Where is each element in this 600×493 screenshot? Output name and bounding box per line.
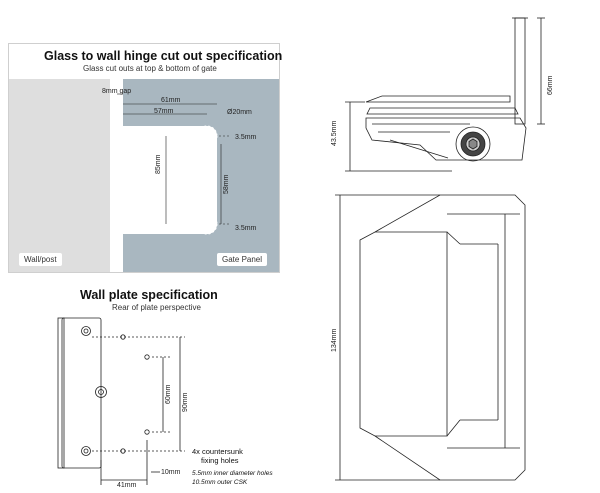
dim-41mm: 41mm bbox=[117, 482, 137, 489]
note-title-line2: fixing holes bbox=[201, 456, 239, 465]
dim-20mm-diameter: Ø20mm bbox=[227, 109, 252, 116]
wallplate-subtitle: Rear of plate perspective bbox=[112, 303, 201, 312]
dim-61mm: 61mm bbox=[161, 97, 181, 104]
dim-90mm: 90mm bbox=[182, 392, 189, 412]
dim-85mm: 85mm bbox=[155, 154, 162, 174]
note-line2: 10.5mm outer CSK bbox=[192, 479, 248, 486]
dim-134mm: 134mm bbox=[331, 328, 338, 352]
gate-panel-label: Gate Panel bbox=[217, 253, 268, 266]
dim-57mm: 57mm bbox=[154, 108, 174, 115]
wall-post-area bbox=[9, 79, 110, 272]
fixing-hole-2 bbox=[144, 354, 150, 360]
dim-58mm: 58mm bbox=[223, 174, 230, 194]
plate-hole-center bbox=[95, 386, 107, 398]
plate-hole-top bbox=[81, 326, 91, 336]
hinge-knob-outer bbox=[455, 126, 491, 162]
fixing-hole-3 bbox=[144, 429, 150, 435]
wall-plate-outline bbox=[61, 317, 102, 469]
fixing-hole-4 bbox=[120, 448, 126, 454]
cutout-drawing bbox=[9, 79, 279, 272]
dim-66mm: 66mm bbox=[547, 75, 554, 95]
dim-3-5mm-bottom: 3.5mm bbox=[235, 225, 257, 232]
hinge-top-body bbox=[365, 117, 527, 161]
dim-60mm: 60mm bbox=[165, 384, 172, 404]
cutout-notch bbox=[123, 126, 207, 234]
hinge-front-body bbox=[359, 231, 448, 437]
wallplate-title: Wall plate specification bbox=[80, 288, 218, 302]
cutout-title: Glass to wall hinge cut out specificatio… bbox=[44, 49, 283, 63]
dim-43-5mm: 43.5mm bbox=[331, 120, 338, 146]
dim-10mm: 10mm bbox=[161, 469, 181, 476]
dim-gap: 8mm gap bbox=[102, 88, 132, 95]
cutout-subtitle: Glass cut outs at top & bottom of gate bbox=[83, 64, 217, 73]
wall-post-label: Wall/post bbox=[19, 253, 62, 266]
plate-hole-bottom bbox=[81, 446, 91, 456]
note-title-line1: 4x countersunk bbox=[192, 447, 243, 456]
dim-3-5mm-top: 3.5mm bbox=[235, 134, 257, 141]
hinge-side-plate bbox=[514, 17, 526, 125]
fixing-hole-1 bbox=[120, 334, 126, 340]
gate-panel-area bbox=[123, 79, 279, 272]
cutout-panel: Glass to wall hinge cut out specificatio… bbox=[8, 43, 283, 273]
note-line1: 5.5mm inner diameter holes bbox=[192, 470, 273, 477]
